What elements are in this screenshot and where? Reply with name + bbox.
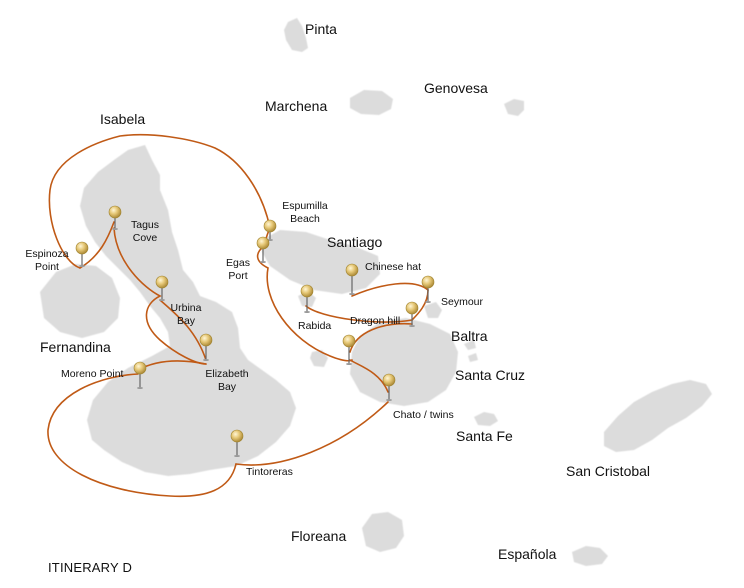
genovesa-island xyxy=(504,99,524,116)
label-marchena: Marchena xyxy=(265,98,328,114)
label-espumilla-beach: Espumilla Beach xyxy=(282,200,328,226)
route-tagus-urbina xyxy=(113,227,207,365)
route-moreno-tintoreras xyxy=(47,373,237,498)
pinta-island xyxy=(284,18,308,52)
label-chinese-hat: Chinese hat xyxy=(365,261,422,273)
pin-urbina-bay xyxy=(155,275,169,301)
small-islet xyxy=(310,350,328,367)
label-baltra: Baltra xyxy=(451,328,488,344)
label-isabela: Isabela xyxy=(100,111,146,127)
label-fernandina: Fernandina xyxy=(40,339,111,355)
pin-tintoreras xyxy=(230,429,244,457)
label-espinoza-point: Espinoza Point xyxy=(25,248,69,274)
pin-espinoza-point xyxy=(75,241,89,267)
san-cristobal-island xyxy=(604,380,712,452)
route-chinesehat-seymour xyxy=(351,282,429,297)
pin-dragon-hill xyxy=(405,301,419,327)
pin-tagus-cove xyxy=(108,205,122,230)
santa-cruz-island xyxy=(350,318,458,406)
route-tintoreras-chato xyxy=(235,401,389,466)
map-title: ITINERARY D xyxy=(48,560,133,575)
floreana-island xyxy=(362,512,404,552)
pin-elizabeth-bay xyxy=(199,333,213,361)
route-egas-santiago xyxy=(256,245,353,362)
label-pinta: Pinta xyxy=(305,21,337,37)
route-urbina-elizabeth xyxy=(159,299,207,361)
label-santa-fe: Santa Fe xyxy=(456,428,513,444)
pin-espumilla-beach xyxy=(263,219,277,241)
route-dragon-santacruz xyxy=(349,322,413,353)
pin-chinese-hat xyxy=(345,263,359,295)
label-genovesa: Genovesa xyxy=(424,80,488,96)
route-rabida-chinesehat xyxy=(305,305,413,323)
label-dragon-hill: Dragon hill xyxy=(350,315,401,327)
label-espanola: Española xyxy=(498,546,557,562)
route-santacruz-chato xyxy=(349,359,389,393)
label-moreno-point: Moreno Point xyxy=(61,368,124,380)
santiago-island xyxy=(262,230,380,294)
baltra-islet xyxy=(464,340,478,362)
pin-rabida xyxy=(300,284,314,313)
pin-seymour xyxy=(421,275,435,303)
label-san-cristobal: San Cristobal xyxy=(566,463,651,479)
pin-moreno-point xyxy=(133,361,147,389)
label-urbina-bay: Urbina Bay xyxy=(170,302,202,328)
label-tagus-cove: Tagus Cove xyxy=(130,219,160,245)
label-seymour: Seymour xyxy=(441,296,484,308)
label-elizabeth-bay: Elizabeth Bay xyxy=(205,368,249,394)
route-espinoza-tagus xyxy=(79,221,115,269)
pin-chato-twins xyxy=(382,373,396,401)
label-santiago: Santiago xyxy=(327,234,383,250)
label-egas-port: Egas Port xyxy=(226,257,250,283)
label-rabida: Rabida xyxy=(298,320,332,332)
route-loop-north xyxy=(48,133,271,269)
marchena-island xyxy=(350,90,393,115)
label-chato-twins: Chato / twins xyxy=(393,409,454,421)
label-santa-cruz: Santa Cruz xyxy=(455,367,526,383)
espanola-island xyxy=(572,546,608,566)
pin-santa-cruz xyxy=(342,334,356,365)
label-tintoreras: Tintoreras xyxy=(246,466,293,478)
isabela-island xyxy=(80,145,296,476)
fernandina-island xyxy=(40,264,120,338)
pin-egas-port xyxy=(256,236,270,263)
santa-fe-island xyxy=(474,412,498,426)
label-floreana: Floreana xyxy=(291,528,347,544)
seymour-islet xyxy=(424,302,442,318)
